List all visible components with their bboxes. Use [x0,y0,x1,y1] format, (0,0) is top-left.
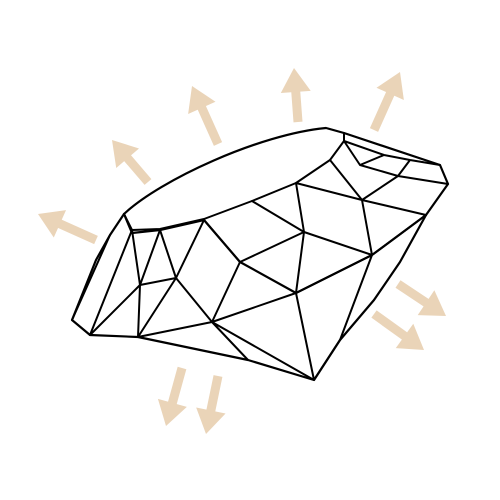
arrow-4-head [280,68,311,94]
arrow-3-head [188,86,216,115]
arrow-2-shaft [122,153,152,185]
arrow-6-shaft [395,280,431,308]
diamond-table-edge [123,132,345,231]
radiating-arrows [38,68,446,434]
arrow-7-head [395,323,424,350]
diamond-outline [70,212,428,382]
diamond-table-face [122,126,450,295]
arrow-5-head [376,72,404,101]
arrow-9-head [196,407,226,434]
arrow-8-head [157,398,187,426]
arrow-2-head [112,140,140,168]
arrow-3-shaft [196,104,223,146]
diamond-pavilion-facets [71,214,427,381]
diamond-icon [70,126,450,382]
arrow-8-shaft [167,366,187,406]
arrow-1-head [38,210,67,238]
arrow-4-shaft [291,89,303,123]
arrow-5-shaft [369,90,396,132]
arrow-7-shaft [371,310,409,341]
arrow-1-shaft [56,218,98,245]
arrow-6-head [417,290,446,316]
arrow-9-shaft [206,375,223,414]
